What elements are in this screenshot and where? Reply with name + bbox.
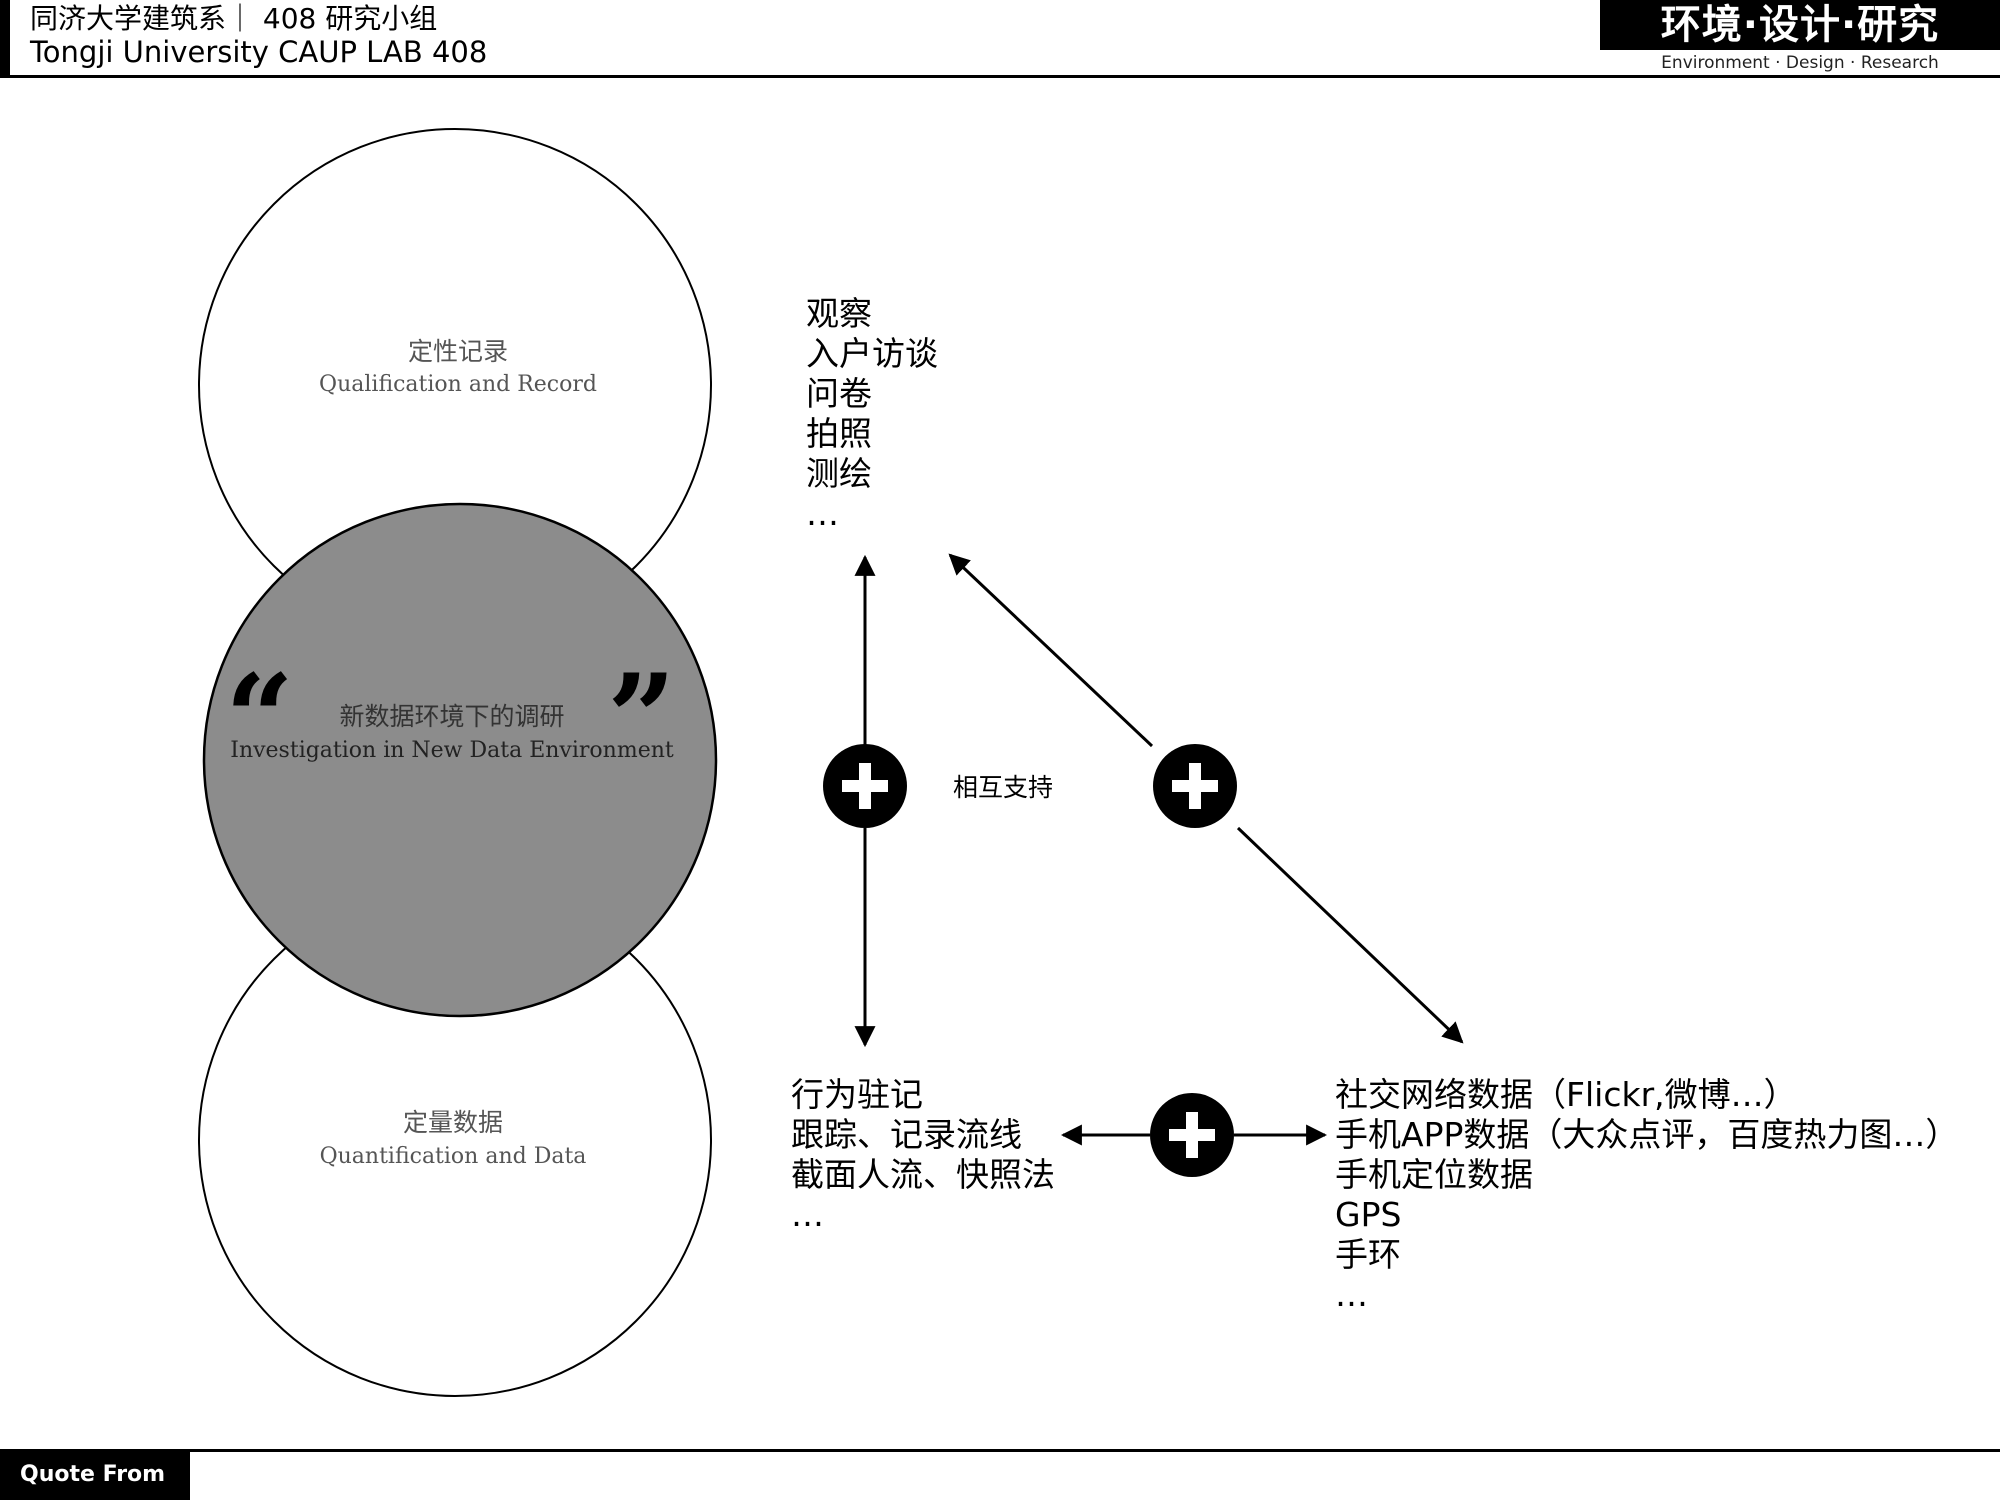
arrow-diagonal-to-data bbox=[1236, 826, 1464, 1044]
header-institution-cn: 同济大学建筑系｜ 408 研究小组 bbox=[30, 2, 438, 35]
list-item: 观察 bbox=[806, 294, 872, 333]
footer-divider bbox=[0, 1449, 2000, 1452]
footer-tag: Quote From bbox=[0, 1450, 190, 1500]
data-sources-list: 社交网络数据（Flickr,微博…）手机APP数据（大众点评，百度热力图…）手机… bbox=[1335, 1075, 1958, 1315]
list-item: 手机APP数据（大众点评，百度热力图…） bbox=[1335, 1115, 1959, 1154]
behavior-methods-list: 行为驻记跟踪、记录流线截面人流、快照法… bbox=[791, 1075, 1055, 1235]
circle-investigation-cn: 新数据环境下的调研 bbox=[339, 702, 564, 731]
qualitative-methods-list: 观察入户访谈问卷拍照测绘… bbox=[806, 294, 938, 534]
circle-investigation-en: Investigation in New Data Environment bbox=[230, 738, 674, 763]
logo-subtitle: Environment · Design · Research bbox=[1661, 53, 1939, 73]
circle-qualitative-en: Qualification and Record bbox=[319, 372, 597, 397]
mutual-support-label: 相互支持 bbox=[953, 773, 1054, 802]
list-item: 拍照 bbox=[806, 414, 872, 453]
header-divider bbox=[0, 75, 2000, 78]
header-institution-en: Tongji University CAUP LAB 408 bbox=[30, 35, 488, 69]
list-item: 社交网络数据（Flickr,微博…） bbox=[1335, 1075, 1797, 1114]
open-quote-mark: “ bbox=[225, 648, 294, 789]
header-accent-bar bbox=[0, 0, 10, 78]
list-item: 行为驻记 bbox=[791, 1075, 923, 1114]
list-item: 截面人流、快照法 bbox=[791, 1155, 1055, 1194]
logo: 环境·设计·研究 bbox=[1600, 0, 2000, 50]
close-quote-mark: ” bbox=[607, 648, 676, 789]
arrow-diagonal-to-qualitative bbox=[948, 553, 1154, 748]
circle-quantitative-cn: 定量数据 bbox=[403, 1108, 503, 1137]
list-item: 问卷 bbox=[806, 374, 872, 413]
list-item: … bbox=[806, 494, 839, 533]
logo-title: 环境·设计·研究 bbox=[1660, 2, 1940, 48]
footer-label: Quote From bbox=[20, 1462, 166, 1487]
list-item: 入户访谈 bbox=[806, 334, 938, 373]
circle-qualitative-cn: 定性记录 bbox=[408, 337, 508, 366]
plus-icon bbox=[1153, 744, 1237, 828]
plus-icon bbox=[823, 744, 907, 828]
list-item: … bbox=[791, 1195, 824, 1234]
circle-quantitative-en: Quantification and Data bbox=[320, 1144, 587, 1169]
list-item: GPS bbox=[1335, 1195, 1402, 1234]
list-item: 手环 bbox=[1335, 1235, 1401, 1274]
header: 同济大学建筑系｜ 408 研究小组 Tongji University CAUP… bbox=[0, 0, 2000, 78]
plus-icon bbox=[1150, 1093, 1234, 1177]
list-item: 手机定位数据 bbox=[1335, 1155, 1533, 1194]
list-item: 测绘 bbox=[806, 454, 872, 493]
list-item: 跟踪、记录流线 bbox=[791, 1115, 1022, 1154]
list-item: … bbox=[1335, 1275, 1368, 1314]
circle-investigation bbox=[202, 502, 718, 1018]
